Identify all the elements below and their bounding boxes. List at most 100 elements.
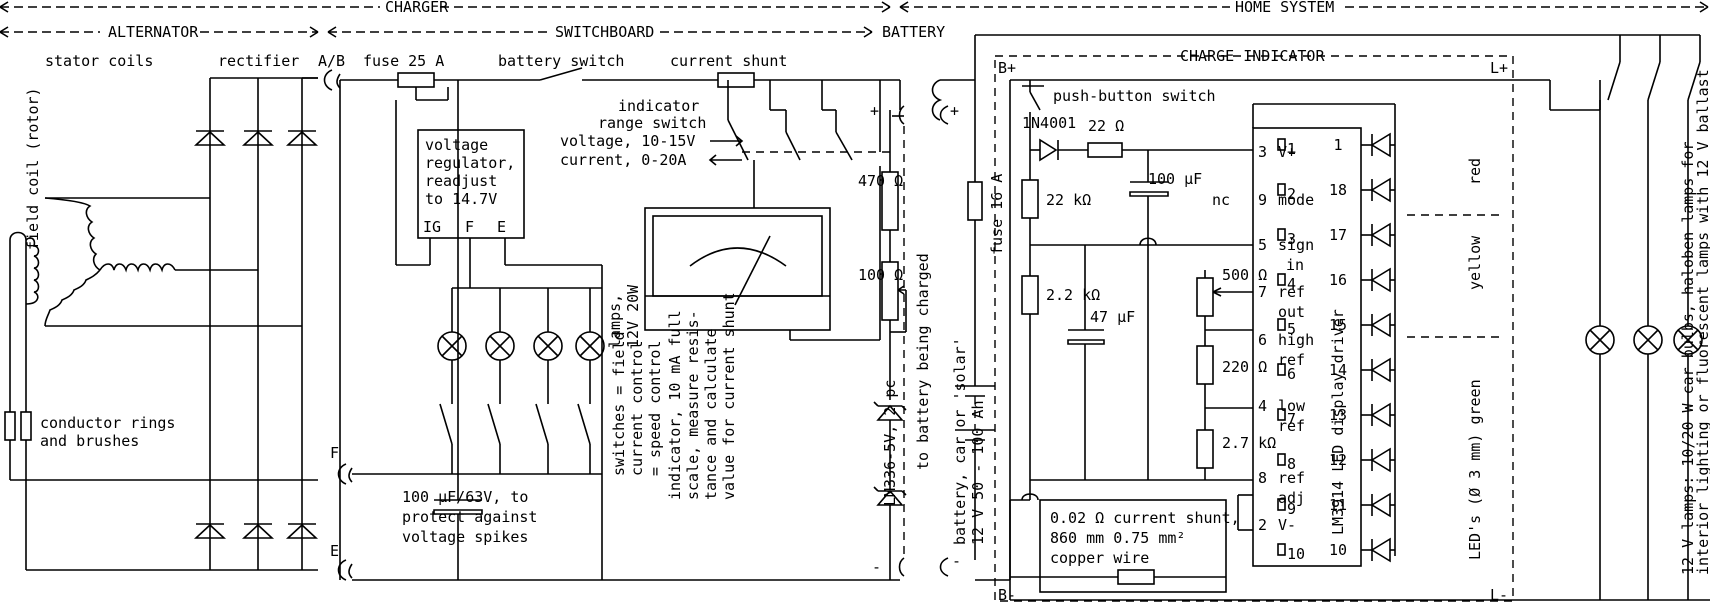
label-lamps-2: 12V 20W xyxy=(624,284,642,348)
output-transistor-icon xyxy=(1277,453,1286,466)
label-c47: 47 μF xyxy=(1090,308,1135,326)
label-red: red xyxy=(1466,158,1484,185)
rectifier-diode-upper-2 xyxy=(241,130,275,146)
output-pin-number: 17 xyxy=(1329,226,1347,244)
terminal-f-label: F xyxy=(330,444,339,462)
terminal-b-plus: B+ xyxy=(998,59,1016,77)
output-transistor-icon xyxy=(1277,183,1286,196)
label-home-lamps-2: interior lighting or fluorescent lamps w… xyxy=(1694,69,1710,575)
pot-500 xyxy=(1196,277,1214,317)
label-r2k2: 2.2 kΩ xyxy=(1046,286,1100,304)
voltage-regulator: voltage regulator, readjust to 14.7V IG … xyxy=(417,129,525,239)
label-stator-coils: stator coils xyxy=(45,52,153,70)
pin-2: 2 xyxy=(1258,516,1267,534)
pin-4-label-2: ref xyxy=(1278,417,1305,435)
label-meter-2: scale, measure resis- xyxy=(684,310,702,500)
output-index: 9 xyxy=(1287,500,1296,518)
label-conductor-rings: conductor rings xyxy=(40,414,175,432)
label-meter-1: indicator, 10 mA full xyxy=(666,310,684,500)
label-r470: 470 Ω xyxy=(858,172,903,190)
home-system: CHARGE INDICATOR B+ B- L+ L- push-button… xyxy=(974,34,1710,604)
battery-switch xyxy=(539,67,583,81)
diode-1n4001 xyxy=(1039,138,1059,162)
speed-control-switches xyxy=(439,403,591,445)
plug-minus-label: - xyxy=(872,558,881,576)
label-range-current: current, 0-20A xyxy=(560,151,686,169)
label-cap-1: 100 μF/63V, to xyxy=(402,488,528,506)
terminal-ab-label: A/B xyxy=(318,52,345,70)
pin-7: 7 xyxy=(1258,283,1267,301)
pin-8: 8 xyxy=(1258,469,1267,487)
vr-pin-f: F xyxy=(465,218,474,236)
output-transistor-icon xyxy=(1277,543,1286,556)
meter xyxy=(644,207,831,331)
vr-pin-e: E xyxy=(497,218,506,236)
range-switch-blade-3 xyxy=(835,131,853,161)
led-diode-icon xyxy=(1370,312,1391,338)
label-cap-2: protect against xyxy=(402,508,537,526)
stator-coils xyxy=(44,197,302,327)
vr-label-3: readjust xyxy=(425,172,497,190)
label-push-button: push-button switch xyxy=(1053,87,1216,105)
output-pin-number: 13 xyxy=(1329,406,1347,424)
output-pin-number: 16 xyxy=(1329,271,1347,289)
label-fuse-16a: fuse 16 A xyxy=(988,174,1006,255)
label-c100: 100 μF xyxy=(1148,170,1202,188)
output-index: 6 xyxy=(1287,365,1296,383)
section-battery: BATTERY xyxy=(882,23,945,41)
led-output-row: 2 18 xyxy=(1277,177,1395,203)
label-lamps-1: lamps, xyxy=(606,294,624,348)
battery-minus-label: - xyxy=(952,552,961,570)
led-diode-icon xyxy=(1370,402,1391,428)
rectifier-diode-upper-1 xyxy=(193,130,227,146)
label-home-lamps-1: 12 V lamps: 10/20 W car bulbs, haloben l… xyxy=(1679,142,1697,575)
output-transistor-icon xyxy=(1277,498,1286,511)
label-cap-3: voltage spikes xyxy=(402,528,528,546)
output-transistor-icon xyxy=(1277,318,1286,331)
battery-plus-label: + xyxy=(950,102,959,120)
label-battery-1: battery, car or 'solar' xyxy=(951,337,969,545)
output-transistor-icon xyxy=(1277,363,1286,376)
led-diode-icon xyxy=(1370,177,1391,203)
fuse-16a xyxy=(967,181,983,221)
label-rectifier: rectifier xyxy=(218,52,299,70)
output-index: 7 xyxy=(1287,410,1296,428)
resistor-2k2 xyxy=(1021,275,1039,315)
charge-indicator-box xyxy=(994,55,1514,602)
pin-3: 3 xyxy=(1258,143,1267,161)
output-pin-number: 14 xyxy=(1329,361,1347,379)
label-range-voltage: voltage, 10-15V xyxy=(560,132,695,150)
pin-6: 6 xyxy=(1258,331,1267,349)
output-index: 2 xyxy=(1287,185,1296,203)
output-transistor-icon xyxy=(1277,273,1286,286)
pin-6-label: high xyxy=(1278,331,1314,349)
led-diode-icon xyxy=(1370,537,1391,563)
resistor-22k xyxy=(1021,179,1039,219)
push-button-switch xyxy=(1029,91,1041,111)
led-diode-icon xyxy=(1370,267,1391,293)
plug-plus-label: + xyxy=(870,102,879,120)
rectifier-diode-upper-3 xyxy=(285,130,319,146)
pin-3-label: V+ xyxy=(1278,143,1296,161)
label-r2k7: 2.7 kΩ xyxy=(1222,434,1276,452)
output-transistor-icon xyxy=(1277,138,1286,151)
output-index: 5 xyxy=(1287,320,1296,338)
output-transistor-icon xyxy=(1277,228,1286,241)
vr-label-1: voltage xyxy=(425,136,488,154)
output-pin-number: 18 xyxy=(1329,181,1347,199)
section-charger: CHARGER xyxy=(385,0,449,16)
battery-cells xyxy=(955,385,995,441)
battery: + fuse 16 A - battery, car or 'solar' 12… xyxy=(931,79,1010,581)
label-yellow: yellow xyxy=(1466,235,1484,290)
current-shunt xyxy=(717,72,755,88)
label-nc: nc xyxy=(1212,191,1230,209)
chip-label: LM3914 LED display driver xyxy=(1329,309,1347,535)
label-fuse-25a: fuse 25 A xyxy=(363,52,444,70)
label-shunt-3: copper wire xyxy=(1050,549,1149,567)
pin-5-label-2: in xyxy=(1286,256,1304,274)
alternator: stator coils rectifier xyxy=(4,52,353,581)
led-diode-icon xyxy=(1370,132,1391,158)
